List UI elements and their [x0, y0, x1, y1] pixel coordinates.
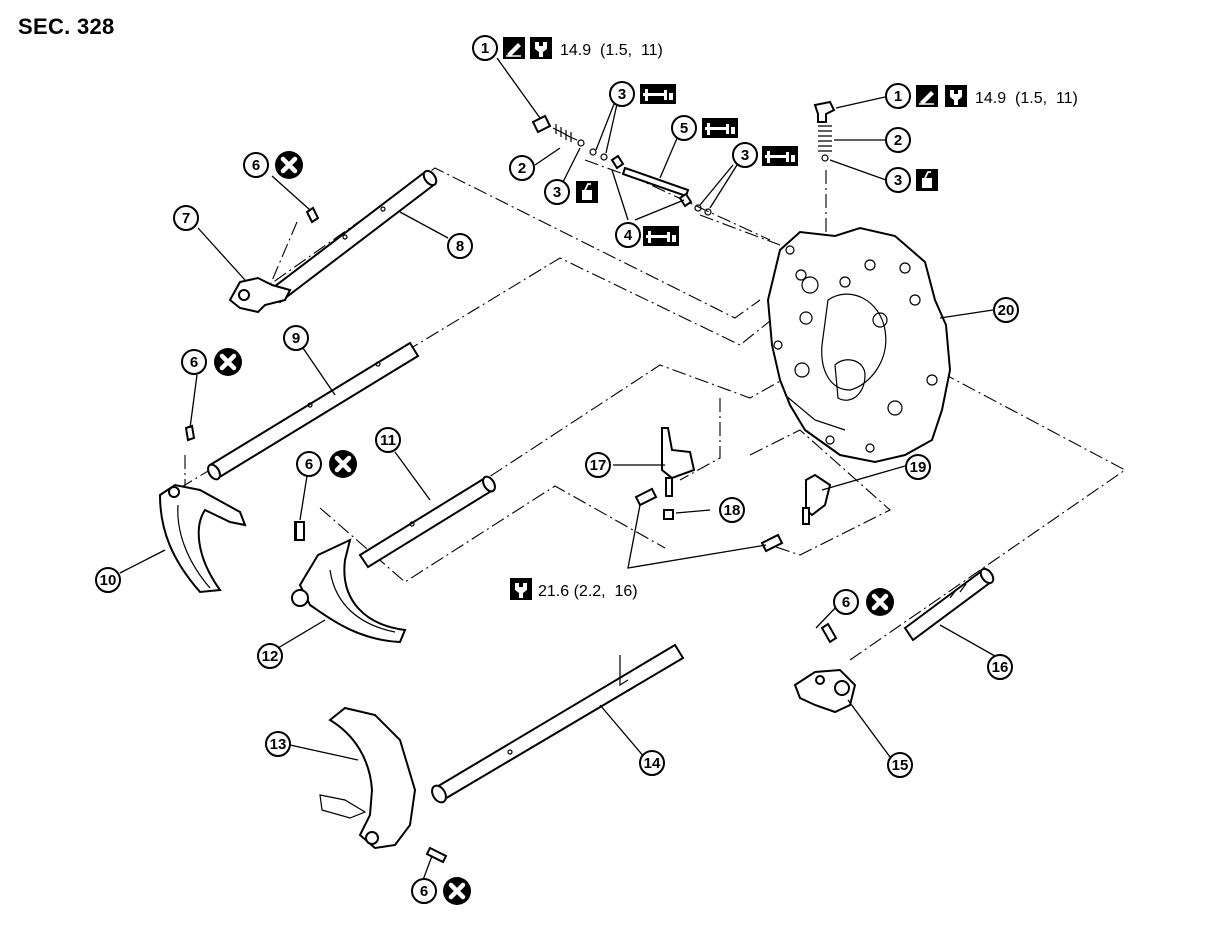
svg-text:2: 2: [894, 132, 902, 149]
torque-wrench-icon: [530, 37, 552, 59]
callout-7: 7: [173, 205, 199, 231]
oil-can-icon: [916, 169, 938, 191]
svg-text:16: 16: [992, 659, 1009, 676]
callout-9: 9: [283, 325, 309, 351]
callout-6a: 6: [243, 152, 269, 178]
svg-text:15: 15: [892, 757, 909, 774]
callout-19: 19: [905, 454, 931, 480]
sealant-icon: [916, 85, 938, 107]
interlock-pins: [610, 154, 712, 216]
torque-spec-top-right: 14.9 (1.5, 11): [975, 90, 1078, 107]
callout-14: 14: [639, 750, 665, 776]
torque-spec-bracket: 21.6 (2.2, 16): [538, 583, 638, 600]
callout-3c: 3: [732, 142, 758, 168]
svg-text:3: 3: [553, 184, 561, 201]
grease-icon: [643, 226, 679, 246]
callout-6b: 6: [181, 349, 207, 375]
check-plug-left: [531, 114, 608, 161]
svg-text:13: 13: [270, 736, 287, 753]
shift-bracket-15: [793, 668, 857, 714]
grease-icon: [762, 146, 798, 166]
svg-text:17: 17: [590, 457, 607, 474]
callout-2b: 2: [885, 127, 911, 153]
svg-text:19: 19: [910, 459, 927, 476]
do-not-reuse-icon: [329, 450, 357, 478]
shift-bracket-7: [228, 276, 292, 314]
bracket-17: [661, 427, 696, 497]
svg-text:3: 3: [894, 172, 902, 189]
svg-text:14: 14: [644, 755, 661, 772]
torque-wrench-icon: [510, 578, 532, 600]
oil-can-icon: [576, 181, 598, 203]
callout-20: 20: [993, 297, 1019, 323]
svg-text:2: 2: [518, 160, 526, 177]
callout-1b: 1: [885, 83, 911, 109]
fork-rod-8: [268, 169, 438, 304]
do-not-reuse-icon: [866, 588, 894, 616]
svg-text:1: 1: [481, 40, 489, 57]
callout-16: 16: [987, 654, 1013, 680]
check-plug-right: [813, 100, 836, 162]
torque-wrench-icon: [945, 85, 967, 107]
do-not-reuse-icon: [275, 151, 303, 179]
callouts: 1 2 3 3 5 4 3 1 2 3 6 7 8 9 6 10: [95, 35, 1019, 904]
callout-10: 10: [95, 567, 121, 593]
callout-11: 11: [375, 427, 401, 453]
callout-6d: 6: [833, 589, 859, 615]
sealant-icon: [503, 37, 525, 59]
svg-text:6: 6: [842, 594, 850, 611]
fork-rod-16: [903, 567, 995, 642]
svg-text:10: 10: [100, 572, 117, 589]
do-not-reuse-icon: [443, 877, 471, 905]
callout-5: 5: [671, 115, 697, 141]
svg-text:4: 4: [624, 227, 633, 244]
svg-text:1: 1: [894, 88, 902, 105]
callout-2a: 2: [509, 155, 535, 181]
svg-text:20: 20: [998, 302, 1015, 319]
svg-text:6: 6: [420, 883, 428, 900]
callout-4: 4: [615, 222, 641, 248]
callout-15: 15: [887, 752, 913, 778]
grease-icon: [640, 84, 676, 104]
svg-text:18: 18: [724, 502, 741, 519]
transmission-case: [766, 226, 952, 464]
svg-text:6: 6: [305, 456, 313, 473]
fork-rod-14: [431, 643, 685, 804]
svg-text:3: 3: [618, 86, 626, 103]
spring-pins: [184, 206, 838, 864]
torque-spec-top-left: 14.9 (1.5, 11): [560, 42, 663, 59]
shift-fork-10: [158, 483, 247, 594]
leader-lines: [119, 57, 1003, 881]
fork-rod-11: [358, 475, 496, 569]
svg-text:12: 12: [262, 648, 279, 665]
callout-18: 18: [719, 497, 745, 523]
callout-17: 17: [585, 452, 611, 478]
callout-13: 13: [265, 731, 291, 757]
callout-6c: 6: [296, 451, 322, 477]
svg-text:5: 5: [680, 120, 688, 137]
svg-text:6: 6: [190, 354, 198, 371]
svg-text:9: 9: [292, 330, 300, 347]
section-title: SEC. 328: [18, 14, 115, 39]
callout-1a: 1: [472, 35, 498, 61]
shift-fork-13: [319, 706, 417, 850]
svg-text:8: 8: [456, 238, 464, 255]
bolts: [634, 487, 784, 553]
svg-text:7: 7: [182, 210, 190, 227]
svg-text:11: 11: [380, 432, 396, 449]
callout-6e: 6: [411, 878, 437, 904]
callout-3a: 3: [544, 179, 570, 205]
fork-rod-9: [207, 341, 420, 481]
callout-8: 8: [447, 233, 473, 259]
callout-3b: 3: [609, 81, 635, 107]
torque-specs: 14.9 (1.5, 11) 14.9 (1.5, 11) 21.6 (2.2,…: [538, 42, 1078, 600]
do-not-reuse-icon: [214, 348, 242, 376]
callout-12: 12: [257, 643, 283, 669]
grease-icon: [702, 118, 738, 138]
callout-3d: 3: [885, 167, 911, 193]
svg-text:3: 3: [741, 147, 749, 164]
svg-text:6: 6: [252, 157, 260, 174]
bracket-19: [802, 473, 832, 525]
